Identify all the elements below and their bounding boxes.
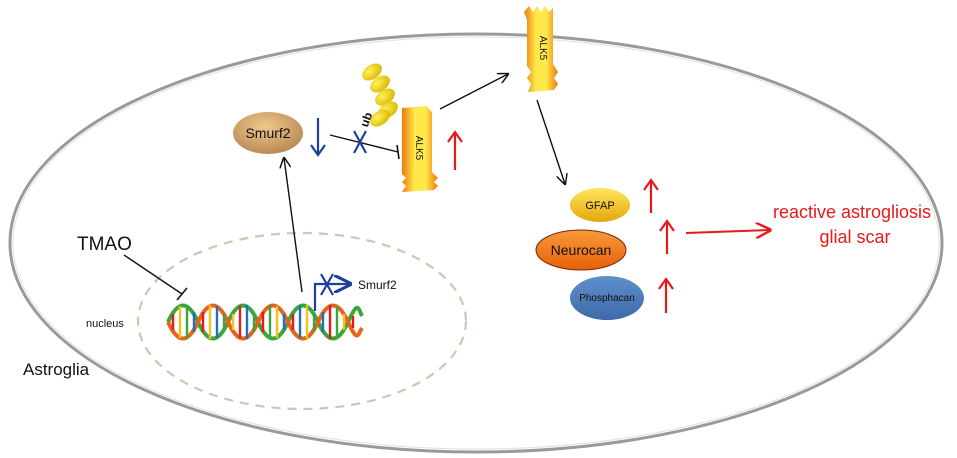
alk5-cytoplasm-receptor xyxy=(402,106,438,192)
outcome-line1: reactive astrogliosis xyxy=(773,202,931,222)
alk5-membrane-receptor xyxy=(524,6,558,92)
nucleus-membrane xyxy=(136,231,468,411)
up-arrow-icon xyxy=(447,130,463,170)
gene-label: Smurf2 xyxy=(358,278,397,292)
down-arrow-icon xyxy=(310,118,326,157)
ubiquitin-label: ub xyxy=(357,110,375,129)
up-arrow-icon xyxy=(643,178,659,213)
tmao-inhibits-dna-line xyxy=(123,254,183,295)
up-arrow-icon xyxy=(658,277,674,313)
ubiquitin-chain-icon xyxy=(362,63,398,127)
phosphacan-label: Phosphacan xyxy=(579,293,635,304)
cell-label: Astroglia xyxy=(23,360,90,379)
dna-helix-icon xyxy=(166,303,364,341)
gfap-marker xyxy=(570,188,630,222)
outcome-line2: glial scar xyxy=(819,227,890,247)
phosphacan-marker xyxy=(570,276,644,320)
outcome-arrow xyxy=(685,230,770,233)
tmao-label: TMAO xyxy=(77,234,132,255)
smurf2-inhibits-alk5-line xyxy=(329,134,399,153)
neurocan-label: Neurocan xyxy=(551,242,612,258)
blocked-x-icon xyxy=(353,130,367,154)
nucleus-label: nucleus xyxy=(86,318,124,330)
neurocan-marker xyxy=(535,229,627,271)
alk5-cytoplasm-label: ALK5 xyxy=(413,136,424,161)
smurf2-protein-label: Smurf2 xyxy=(245,125,290,141)
translocation-arrow xyxy=(439,74,508,110)
gene-transcription-arrow-icon xyxy=(313,284,350,311)
up-arrow-icon xyxy=(659,219,675,254)
signaling-arrow xyxy=(536,99,565,184)
expression-arrow xyxy=(284,158,303,293)
cell-membrane xyxy=(8,32,944,454)
gfap-label: GFAP xyxy=(585,200,614,212)
alk5-membrane-label: ALK5 xyxy=(537,36,548,61)
smurf2-protein xyxy=(233,112,303,154)
blocked-x-icon xyxy=(320,273,334,296)
